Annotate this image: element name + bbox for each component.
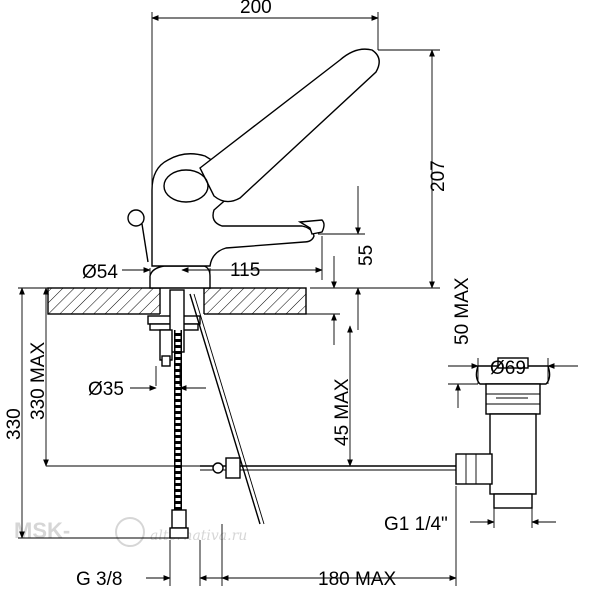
dim-spout-reach: 115 [230,260,260,281]
flexible-hose [169,330,189,539]
dim-hose-thread: G 3/8 [76,569,122,590]
dim-drain-depth: 45 MAX [332,378,353,446]
dim-spout-height: 55 [356,245,377,266]
watermark: MSK- alternativa.ru [14,517,247,547]
dim-tail-diameter: Ø35 [88,379,124,400]
dim-height-right: 207 [428,160,449,192]
popup-rod [189,293,460,525]
dim-hose-length: 330 MAX [28,342,49,420]
dimension-lines [18,12,578,586]
drain-assembly [455,357,551,509]
tailpiece [147,289,201,367]
dim-base-diameter: Ø54 [82,262,118,283]
dimension-labels: 200 207 55 Ø54 115 50 MAX Ø69 Ø35 330 33… [4,0,526,590]
dim-total-height: 330 [4,408,25,440]
dim-drain-diameter: Ø69 [490,358,526,379]
faucet-body [127,48,380,289]
dim-max-deck-thickness: 50 MAX [452,277,473,345]
dim-rod-length: 180 MAX [318,569,396,590]
watermark-at-icon [115,517,145,547]
watermark-site: alternativa.ru [150,528,247,544]
dim-width-top: 200 [240,0,272,18]
dim-drain-thread: G1 1/4" [384,514,448,535]
